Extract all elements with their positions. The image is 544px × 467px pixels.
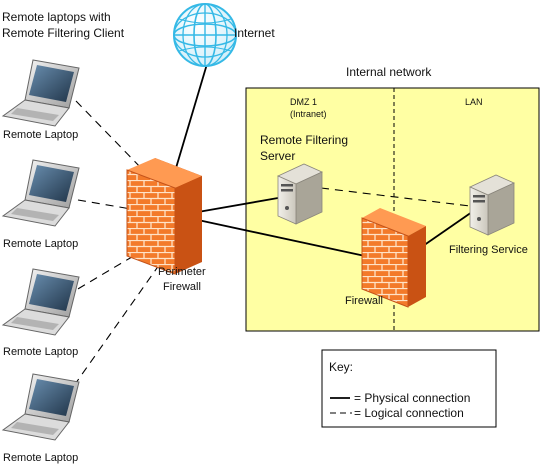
firewall-icon	[361, 208, 426, 308]
laptop-4-logical-link	[65, 257, 165, 398]
dmz-label-line1: DMZ 1	[290, 97, 317, 107]
key-logical-label: = Logical connection	[354, 406, 464, 420]
internet-to-perimeter-firewall	[175, 63, 208, 169]
laptop-3-icon	[1, 268, 80, 336]
lan-label: LAN	[465, 97, 483, 107]
key-title: Key:	[329, 360, 353, 374]
firewall-label: Firewall	[345, 295, 383, 307]
perimeter-firewall-to-rf-server	[197, 197, 279, 213]
remote-clients-title-line1: Remote laptops with	[2, 10, 111, 24]
perimeter-firewall-label-line2: Firewall	[163, 281, 201, 293]
key-physical-label: = Physical connection	[354, 391, 470, 405]
remote-clients-title-line2: Remote Filtering Client	[2, 26, 125, 40]
laptop-3-logical-link	[65, 247, 148, 297]
laptop-4-icon	[1, 373, 80, 441]
rf-server-label-line1: Remote Filtering	[260, 133, 348, 147]
laptop-1-label: Remote Laptop	[3, 129, 78, 141]
dmz-label-line2: (Intranet)	[290, 109, 327, 119]
physical-connections	[175, 63, 473, 257]
rf-server-to-filtering-service-logical	[320, 187, 471, 207]
perimeter-firewall-to-firewall	[197, 219, 366, 257]
internet-label: Internet	[234, 26, 275, 40]
globe-icon	[173, 3, 237, 67]
laptop-3-label: Remote Laptop	[3, 346, 78, 358]
rf-server-label-line2: Server	[260, 149, 295, 163]
filtering-service-label: Filtering Service	[449, 244, 528, 256]
laptop-1-logical-link	[75, 100, 146, 173]
laptop-2-icon	[1, 159, 80, 227]
firewall-to-filtering-service	[419, 211, 473, 249]
laptop-4-label: Remote Laptop	[3, 452, 78, 464]
perimeter-firewall-icon	[126, 158, 202, 275]
perimeter-firewall-label-line1: Perimeter	[158, 266, 206, 278]
internal-network-label: Internal network	[346, 65, 432, 79]
laptop-1-icon	[1, 59, 80, 127]
key-box	[321, 349, 497, 428]
laptop-2-label: Remote Laptop	[3, 238, 78, 250]
rf-server-icon	[277, 163, 323, 225]
filtering-service-server-icon	[469, 174, 515, 236]
